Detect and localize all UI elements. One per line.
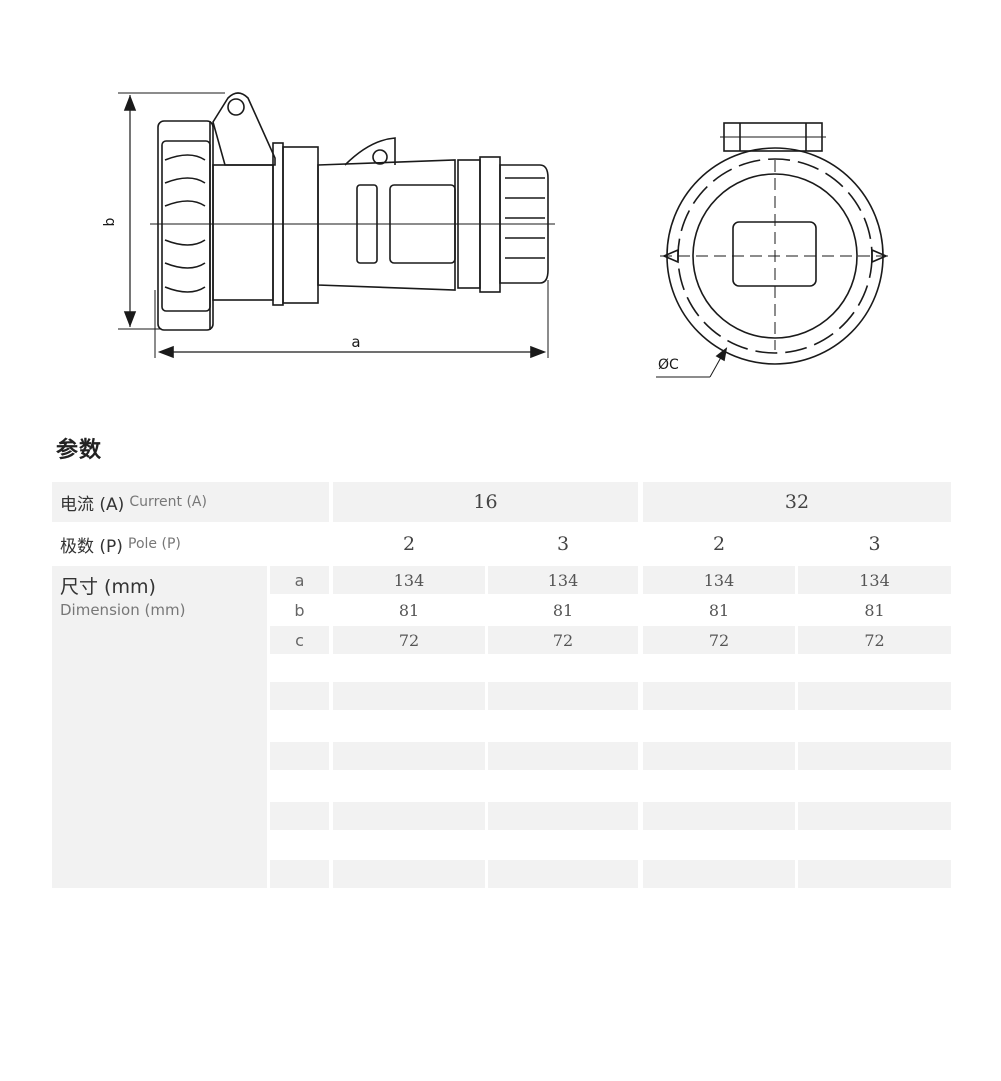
dimension-value-text: 72 (864, 630, 885, 650)
empty-cell (643, 860, 795, 888)
empty-cell (798, 742, 951, 770)
dimension-label-cell: 尺寸 (mm) Dimension (mm) (52, 566, 267, 888)
dimension-value: 81 (798, 596, 951, 624)
dimension-value: 134 (798, 566, 951, 594)
empty-cell (270, 682, 329, 710)
dimension-key: a (270, 566, 329, 594)
empty-row (52, 860, 951, 888)
dimension-value-text: 81 (552, 600, 574, 620)
pole-row: 极数 (P) Pole (P) 2 3 2 3 (52, 524, 951, 564)
dimension-value-text: 134 (547, 570, 579, 590)
pole-value-text: 2 (402, 533, 416, 555)
dimension-value: 81 (643, 596, 795, 624)
pole-value: 2 (333, 524, 485, 564)
dimension-value-text: 72 (708, 630, 730, 650)
empty-cell (333, 742, 485, 770)
dimension-value: 134 (488, 566, 638, 594)
technical-drawings: b a ØC (102, 92, 890, 378)
dimension-key-text: c (295, 630, 304, 650)
current-value-32: 32 (643, 482, 951, 522)
pole-value: 3 (798, 524, 951, 564)
current-label-cell: 电流 (A) Current (A) (52, 482, 329, 522)
dimension-value-text: 134 (703, 570, 735, 590)
empty-cell (643, 682, 795, 710)
dimension-value-text: 134 (859, 570, 890, 590)
dimension-value: 134 (333, 566, 485, 594)
dimension-key-text: b (294, 600, 305, 620)
current-label-zh: 电流 (A) (60, 494, 125, 515)
empty-cell (333, 802, 485, 830)
empty-cell (488, 802, 638, 830)
pole-value-text: 2 (712, 533, 726, 555)
dimension-key: c (270, 626, 329, 654)
empty-cell (488, 860, 638, 888)
diameter-label-c: ØC (658, 357, 679, 373)
current-row: 电流 (A) Current (A) 16 32 (52, 482, 951, 522)
dimension-value-text: 134 (393, 570, 425, 590)
pole-value-text: 3 (868, 533, 881, 555)
side-view-drawing (118, 92, 555, 359)
pole-value-text: 3 (556, 533, 570, 555)
empty-cell (643, 742, 795, 770)
dimension-value: 81 (333, 596, 485, 624)
empty-cell (798, 802, 951, 830)
pole-value: 3 (488, 524, 638, 564)
dimension-label-a: a (351, 333, 360, 351)
pole-value: 2 (643, 524, 795, 564)
dimension-value-text: 81 (398, 600, 420, 620)
dimension-key: b (270, 596, 329, 624)
dimension-value: 134 (643, 566, 795, 594)
empty-cell (798, 860, 951, 888)
dimension-value-text: 72 (398, 630, 420, 650)
dimension-value: 72 (643, 626, 795, 654)
empty-cell (488, 742, 638, 770)
dimension-label-en: Dimension (mm) (60, 601, 186, 619)
pole-label-zh: 极数 (P) (60, 536, 123, 557)
section-title: 参数 (56, 438, 103, 463)
dimension-value: 72 (798, 626, 951, 654)
pole-label-en: Pole (P) (128, 536, 181, 552)
dimension-row-b: b 81 81 81 81 (52, 596, 951, 624)
empty-row (52, 656, 951, 684)
dimension-value-text: 81 (864, 600, 885, 620)
empty-cell (333, 860, 485, 888)
current-value: 16 (473, 491, 498, 513)
current-value-16: 16 (333, 482, 638, 522)
dimension-row-a: a 134 134 134 134 (52, 566, 951, 594)
dimension-value-text: 81 (708, 600, 730, 620)
dimension-value: 81 (488, 596, 638, 624)
current-label-en: Current (A) (129, 494, 207, 510)
dimension-value: 72 (488, 626, 638, 654)
empty-cell (643, 802, 795, 830)
empty-cell (270, 860, 329, 888)
empty-cell (270, 742, 329, 770)
empty-row (52, 682, 951, 710)
dimension-label-zh: 尺寸 (mm) (60, 576, 156, 598)
dimension-value: 72 (333, 626, 485, 654)
current-value: 32 (784, 491, 810, 513)
empty-cell (270, 802, 329, 830)
dimension-value-text: 72 (552, 630, 574, 650)
empty-cell (333, 682, 485, 710)
dimension-key-text: a (294, 570, 305, 590)
empty-cell (488, 682, 638, 710)
empty-row (52, 742, 951, 770)
pole-label-cell: 极数 (P) Pole (P) (52, 524, 329, 564)
empty-cell (798, 682, 951, 710)
empty-row (52, 802, 951, 830)
front-view-drawing (656, 122, 890, 378)
dimension-row-c: c 72 72 72 72 (52, 626, 951, 654)
dimension-label-b: b (102, 217, 118, 226)
